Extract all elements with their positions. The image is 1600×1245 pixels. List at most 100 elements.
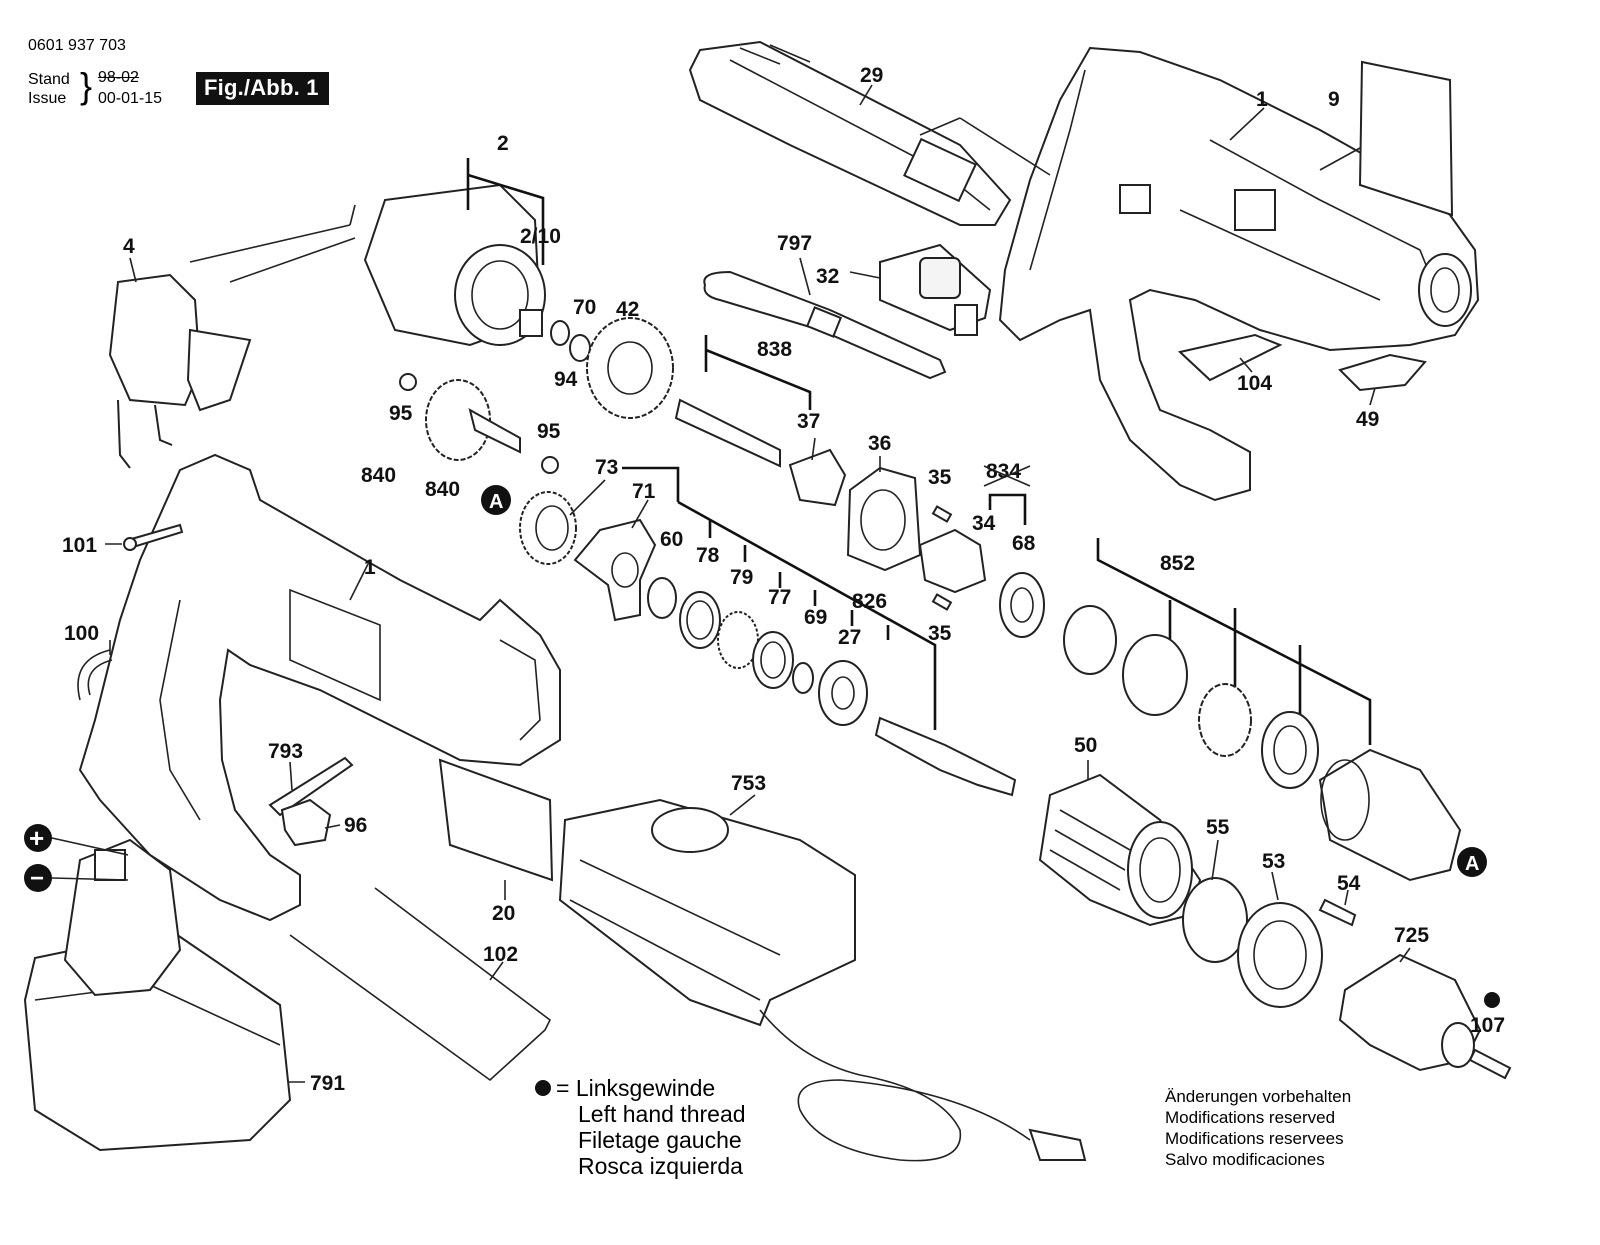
gear-42 — [586, 317, 674, 419]
bearing-68 — [999, 572, 1045, 638]
ring-70 — [569, 334, 591, 362]
wrist-strap-797 — [703, 270, 947, 380]
callout-37: 37 — [797, 410, 820, 433]
washer-94 — [550, 320, 570, 346]
housing-half-left — [78, 453, 561, 922]
callout-34: 34 — [972, 512, 996, 535]
modifications-notice: Änderungen vorbehalten Modifications res… — [1165, 1086, 1351, 1170]
callout-70: 70 — [573, 296, 596, 319]
callout-29: 29 — [860, 64, 883, 87]
brace: } — [80, 65, 93, 106]
coupling-37 — [788, 448, 847, 507]
callout-1-top: 1 — [1256, 88, 1268, 111]
screw-107 — [1468, 1048, 1512, 1080]
callout-20: 20 — [492, 902, 515, 925]
stand-label: Stand — [28, 71, 70, 88]
minus-terminal — [24, 864, 52, 892]
figure-label: Fig./Abb. 1 — [196, 72, 329, 105]
sleeve-50 — [1038, 773, 1202, 927]
callout-42: 42 — [616, 298, 639, 321]
planet-carrier-71 — [573, 518, 657, 622]
screw-54 — [1318, 898, 1357, 927]
callout-840-left: 840 — [361, 464, 396, 487]
callout-791: 791 — [310, 1072, 345, 1095]
callout-102: 102 — [483, 943, 518, 966]
callout-725: 725 — [1394, 924, 1429, 947]
callout-100: 100 — [64, 622, 99, 645]
callout-79: 79 — [730, 566, 753, 589]
clip-49 — [1338, 353, 1427, 392]
wire-102 — [289, 887, 552, 1082]
bit-holder-96 — [280, 798, 332, 847]
callout-32: 32 — [816, 265, 839, 288]
callout-60: 60 — [660, 528, 683, 551]
leader-lines — [105, 84, 1411, 1083]
callout-53: 53 — [1262, 850, 1285, 873]
legend-line-fr: Filetage gauche — [578, 1127, 742, 1153]
pin-35-top — [931, 505, 953, 523]
callout-36: 36 — [868, 432, 891, 455]
callout-104: 104 — [1237, 372, 1272, 395]
callout-107: 107 — [1470, 1014, 1505, 1037]
callout-852: 852 — [1160, 552, 1195, 575]
callout-95-left: 95 — [389, 402, 413, 425]
minus-sign: − — [30, 865, 44, 892]
ring-852-a — [1063, 605, 1117, 675]
ring-69 — [792, 662, 814, 694]
mods-line-fr: Modifications reservees — [1165, 1129, 1344, 1148]
callout-2: 2 — [497, 132, 509, 155]
switch-32 — [879, 243, 992, 336]
plus-sign: + — [29, 823, 44, 853]
shaft-838 — [674, 398, 781, 468]
marker-a-right-letter: A — [1465, 853, 1479, 875]
bearing-79 — [717, 611, 759, 669]
plate-36 — [846, 466, 922, 572]
label-plate-9 — [1358, 60, 1454, 217]
marker-a-left-letter: A — [489, 491, 503, 513]
cable-100 — [77, 649, 113, 701]
callout-68: 68 — [1012, 532, 1036, 555]
callout-834: 834 — [986, 460, 1021, 483]
left-thread-dot-107 — [1484, 992, 1500, 1008]
callout-35-bottom: 35 — [928, 622, 952, 645]
new-date: 00-01-15 — [98, 90, 163, 107]
legend-dot — [535, 1080, 551, 1096]
spindle-826 — [874, 716, 1017, 797]
plate-55 — [1182, 877, 1248, 963]
mods-line-de: Änderungen vorbehalten — [1165, 1087, 1352, 1106]
callout-753: 753 — [731, 772, 766, 795]
callout-50: 50 — [1074, 734, 1097, 757]
ring-852-c — [1261, 711, 1319, 789]
circuit-board-104 — [1177, 333, 1283, 382]
front-housing-852 — [1318, 748, 1462, 882]
spring-852 — [1198, 683, 1252, 757]
callout-77: 77 — [768, 586, 791, 609]
callout-797: 797 — [777, 232, 812, 255]
callout-49: 49 — [1356, 408, 1379, 431]
switch-module-4 — [108, 273, 252, 469]
charger-753 — [558, 798, 1087, 1162]
washer-77 — [752, 631, 794, 689]
spring-60 — [647, 577, 677, 619]
marker-a-right — [1457, 847, 1487, 877]
pin-95-left — [399, 373, 417, 391]
callout-9: 9 — [1328, 88, 1340, 111]
legend-line-en: Left hand thread — [578, 1101, 746, 1127]
housing-half-right — [998, 46, 1480, 502]
bit-793 — [268, 756, 354, 817]
callout-69: 69 — [804, 606, 827, 629]
marker-a-left — [481, 485, 511, 515]
chuck-725 — [1338, 953, 1482, 1072]
spindle-lock-34 — [918, 528, 987, 594]
battery-cover-29 — [688, 40, 1012, 226]
cap-53 — [1237, 902, 1323, 1008]
legend-line-de: = Linksgewinde — [556, 1075, 716, 1101]
callout-840-right: 840 — [425, 478, 460, 501]
callout-78: 78 — [696, 544, 720, 567]
motor-2 — [189, 183, 546, 347]
callout-2-10: 2/10 — [520, 225, 561, 248]
washer-78 — [679, 591, 721, 649]
callout-54: 54 — [1337, 872, 1361, 895]
mods-line-es: Salvo modificaciones — [1165, 1150, 1325, 1169]
